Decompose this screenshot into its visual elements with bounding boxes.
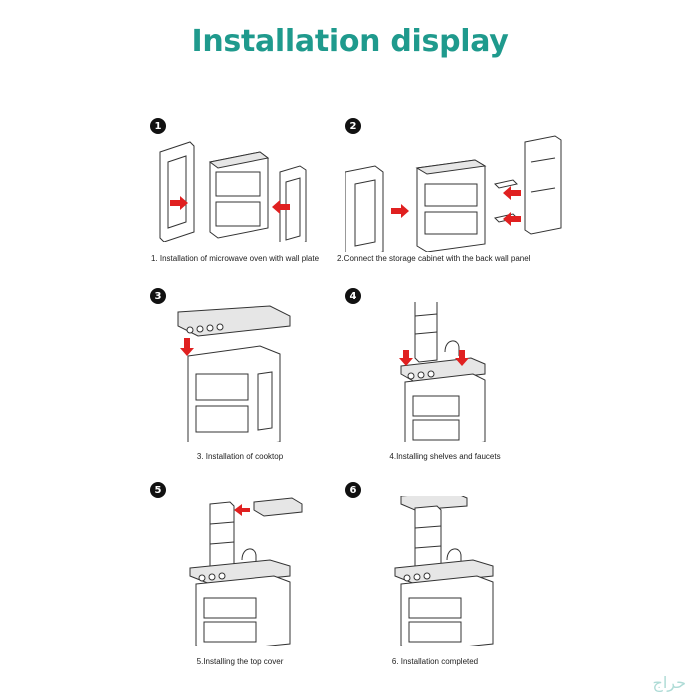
step-caption: 3. Installation of cooktop: [150, 452, 330, 461]
step-caption: 4.Installing shelves and faucets: [345, 452, 545, 461]
shelves-faucet-illustration: [345, 302, 525, 442]
storage-cabinet-back-panel-illustration: [345, 132, 575, 252]
arrow-icon: [234, 504, 250, 516]
watermark-logo: حراج: [653, 673, 687, 692]
page-title: Installation display: [0, 24, 700, 59]
arrow-icon: [391, 204, 409, 218]
step-2: 2 2.Connect the storage cabinet with the…: [345, 118, 675, 298]
completed-kitchen-illustration: [345, 496, 525, 646]
cooktop-installation-illustration: [150, 302, 330, 442]
step-caption: 1. Installation of microwave oven with w…: [150, 254, 320, 263]
step-caption: 5.Installing the top cover: [150, 657, 330, 666]
arrow-down-icon: [399, 350, 413, 366]
top-cover-illustration: [150, 496, 330, 646]
arrow-icon: [503, 186, 521, 200]
step-6: 6 6. Installation completed: [345, 482, 675, 662]
step-caption: 6. Installation completed: [345, 657, 525, 666]
step-caption: 2.Connect the storage cabinet with the b…: [337, 254, 567, 263]
wall-plate-microwave-illustration: [150, 132, 320, 242]
step-4: 4 4.Installing shelves and faucets: [345, 288, 675, 468]
arrow-down-icon: [180, 338, 194, 356]
